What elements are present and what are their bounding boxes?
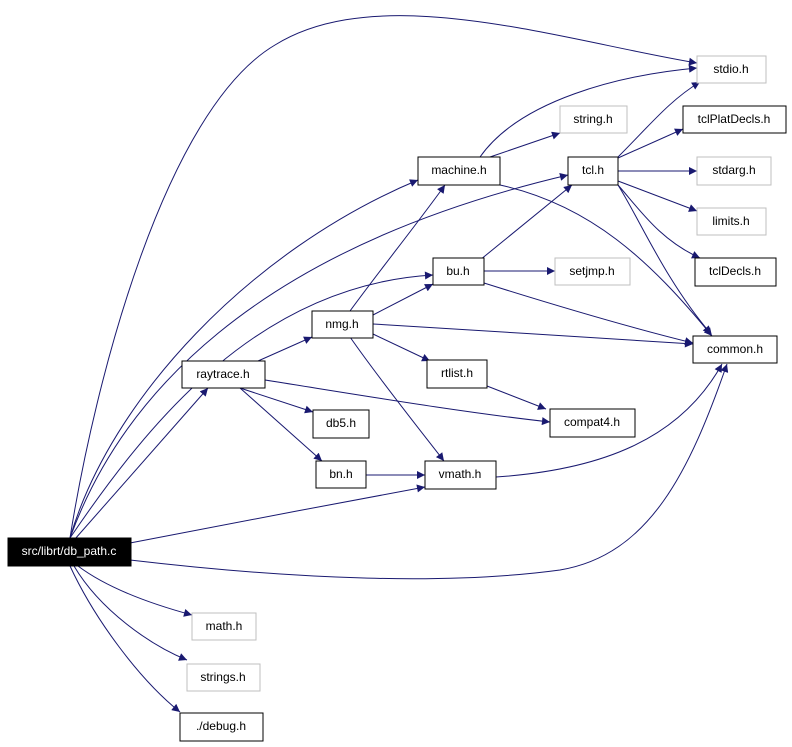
node-label-machine: machine.h xyxy=(431,163,486,177)
edge-nmg-vmath xyxy=(349,336,445,462)
node-label-setjmp: setjmp.h xyxy=(569,264,614,278)
edge-nmg-rtlist xyxy=(372,333,431,362)
node-stdio[interactable]: stdio.h xyxy=(696,55,767,84)
node-raytrace[interactable]: raytrace.h xyxy=(181,360,266,389)
edge-db_path-common xyxy=(129,363,729,580)
node-label-limits: limits.h xyxy=(712,214,749,228)
node-label-vmath: vmath.h xyxy=(439,467,482,481)
edge-db_path-strings xyxy=(73,565,188,661)
edge-tcl-common xyxy=(617,184,712,335)
edge-machine-stdio xyxy=(479,64,698,158)
edge-db_path-bu xyxy=(69,271,434,539)
node-label-string: string.h xyxy=(573,112,612,126)
node-vmath[interactable]: vmath.h xyxy=(424,460,497,490)
edge-machine-string xyxy=(489,131,561,158)
node-bn[interactable]: bn.h xyxy=(315,460,367,489)
node-common[interactable]: common.h xyxy=(692,335,778,364)
node-compat4[interactable]: compat4.h xyxy=(549,408,636,438)
node-label-nmg: nmg.h xyxy=(325,317,358,331)
node-string[interactable]: string.h xyxy=(559,105,628,134)
node-strings[interactable]: strings.h xyxy=(186,663,261,692)
node-db_path[interactable]: src/librt/db_path.c xyxy=(7,537,132,567)
edge-db_path-raytrace xyxy=(74,387,209,540)
node-label-raytrace: raytrace.h xyxy=(196,367,249,381)
node-bu[interactable]: bu.h xyxy=(432,257,485,286)
edge-bu-common xyxy=(483,282,694,345)
edge-tcl-tclDecls xyxy=(617,184,701,259)
edge-db_path-machine xyxy=(69,179,419,539)
node-tcl[interactable]: tcl.h xyxy=(567,156,619,186)
node-label-db5: db5.h xyxy=(326,416,356,430)
edge-nmg-bu xyxy=(372,283,434,316)
node-label-db_path: src/librt/db_path.c xyxy=(22,544,117,558)
edge-raytrace-compat4 xyxy=(264,379,551,426)
node-label-debug: ./debug.h xyxy=(196,719,246,733)
edge-nmg-machine xyxy=(349,184,446,312)
edges xyxy=(69,15,729,713)
edge-tcl-limits xyxy=(617,180,698,212)
edge-vmath-common xyxy=(495,363,723,478)
node-stdarg[interactable]: stdarg.h xyxy=(696,156,772,186)
node-math[interactable]: math.h xyxy=(191,612,257,641)
node-label-strings: strings.h xyxy=(200,670,245,684)
node-machine[interactable]: machine.h xyxy=(417,156,501,186)
node-setjmp[interactable]: setjmp.h xyxy=(554,257,631,286)
node-label-tcl: tcl.h xyxy=(582,163,604,177)
edge-db_path-vmath xyxy=(129,484,426,544)
node-label-bu: bu.h xyxy=(446,264,469,278)
node-label-compat4: compat4.h xyxy=(564,415,620,429)
node-rtlist[interactable]: rtlist.h xyxy=(426,359,488,389)
edge-db_path-stdio xyxy=(69,15,698,539)
edge-nmg-common xyxy=(372,323,694,348)
node-tclDecls[interactable]: tclDecls.h xyxy=(694,257,777,287)
edge-db_path-tcl xyxy=(69,172,569,539)
node-label-tclPlatDecls: tclPlatDecls.h xyxy=(698,112,771,126)
edge-tcl-tclPlatDecls xyxy=(617,128,684,159)
node-label-tclDecls: tclDecls.h xyxy=(709,264,761,278)
edge-machine-common xyxy=(499,184,713,337)
edge-rtlist-compat4 xyxy=(486,385,547,410)
edge-db_path-math xyxy=(77,565,193,617)
node-label-stdio: stdio.h xyxy=(713,62,748,76)
node-label-math: math.h xyxy=(206,619,243,633)
edge-raytrace-nmg xyxy=(257,336,313,362)
edge-raytrace-db5 xyxy=(239,387,314,414)
edge-raytrace-bn xyxy=(239,387,323,462)
node-tclPlatDecls[interactable]: tclPlatDecls.h xyxy=(682,105,787,134)
edge-bu-tcl xyxy=(479,184,573,261)
node-label-bn: bn.h xyxy=(329,467,352,481)
node-db5[interactable]: db5.h xyxy=(312,409,370,439)
node-nmg[interactable]: nmg.h xyxy=(311,310,374,339)
node-label-common: common.h xyxy=(707,342,763,356)
edge-db_path-debug xyxy=(69,565,181,713)
nodes: src/librt/db_path.c stdio.h string.h tcl… xyxy=(7,55,787,742)
node-label-rtlist: rtlist.h xyxy=(441,366,473,380)
node-limits[interactable]: limits.h xyxy=(696,207,767,236)
node-label-stdarg: stdarg.h xyxy=(712,163,755,177)
node-debug[interactable]: ./debug.h xyxy=(179,712,264,742)
edge-tcl-stdio xyxy=(617,81,701,158)
